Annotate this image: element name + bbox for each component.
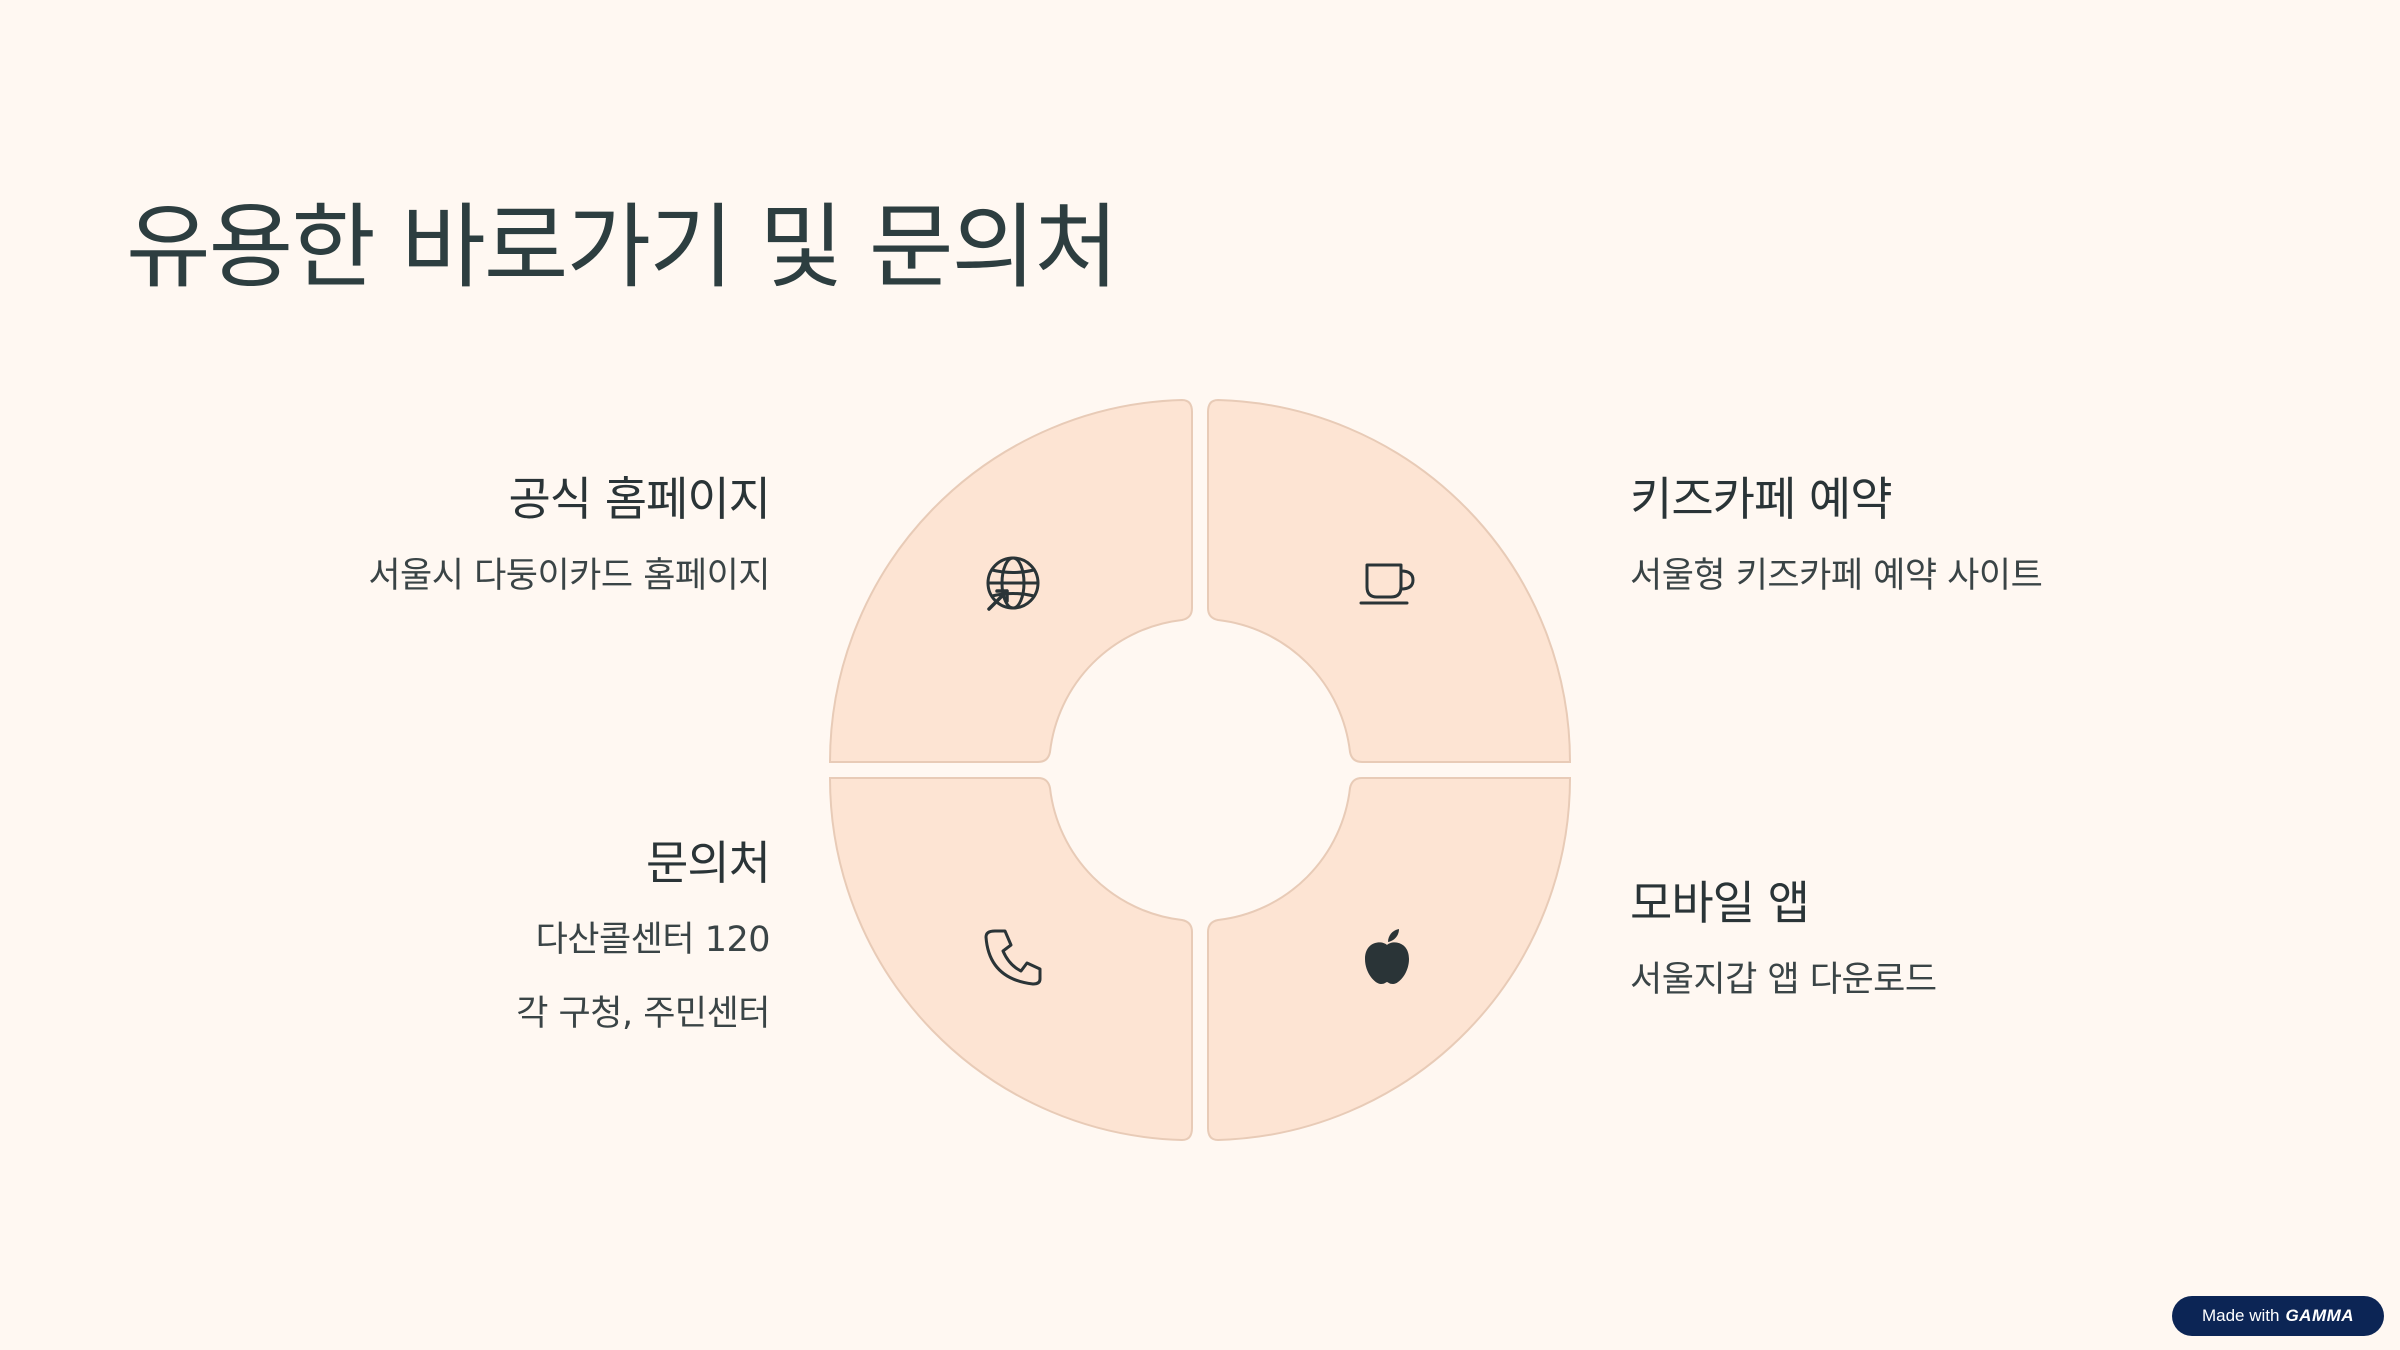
item-contact-title: 문의처	[646, 836, 771, 890]
item-contact-line-2: 각 구청, 주민센터	[516, 994, 770, 1035]
badge-prefix: Made with	[2201, 1306, 2280, 1325]
item-home-line: 서울시 다둥이카드 홈페이지	[368, 556, 770, 597]
globe-icon	[986, 556, 1040, 611]
made-with-gamma-badge[interactable]: Made with GAMMA	[2172, 1296, 2384, 1336]
segment-contact[interactable]	[828, 777, 1193, 1142]
apple-icon	[1365, 929, 1409, 984]
segment-kids[interactable]	[1207, 398, 1572, 763]
item-home: 공식 홈페이지 서울시 다둥이카드 홈페이지	[210, 472, 771, 629]
item-mobile-line: 서울지갑 앱 다운로드	[1630, 960, 1937, 1001]
item-contact-line-1: 다산콜센터 120	[535, 920, 771, 961]
item-contact: 문의처 다산콜센터 120 각 구청, 주민센터	[210, 836, 771, 1067]
item-mobile-title: 모바일 앱	[1630, 876, 1810, 930]
item-kids-title: 키즈카페 예약	[1630, 472, 1893, 526]
item-kids: 키즈카페 예약 서울형 키즈카페 예약 사이트	[1630, 472, 2190, 629]
item-home-title: 공식 홈페이지	[508, 472, 771, 526]
segment-home[interactable]	[828, 398, 1193, 763]
phone-icon	[984, 929, 1042, 986]
item-mobile: 모바일 앱 서울지갑 앱 다운로드	[1630, 876, 2190, 1033]
item-kids-line: 서울형 키즈카페 예약 사이트	[1630, 556, 2043, 597]
quadrant-wheel	[828, 398, 1572, 1142]
page-title: 유용한 바로가기 및 문의처	[126, 194, 1119, 301]
badge-brand: GAMMA	[2285, 1306, 2355, 1325]
coffee-cup-icon	[1359, 563, 1415, 605]
